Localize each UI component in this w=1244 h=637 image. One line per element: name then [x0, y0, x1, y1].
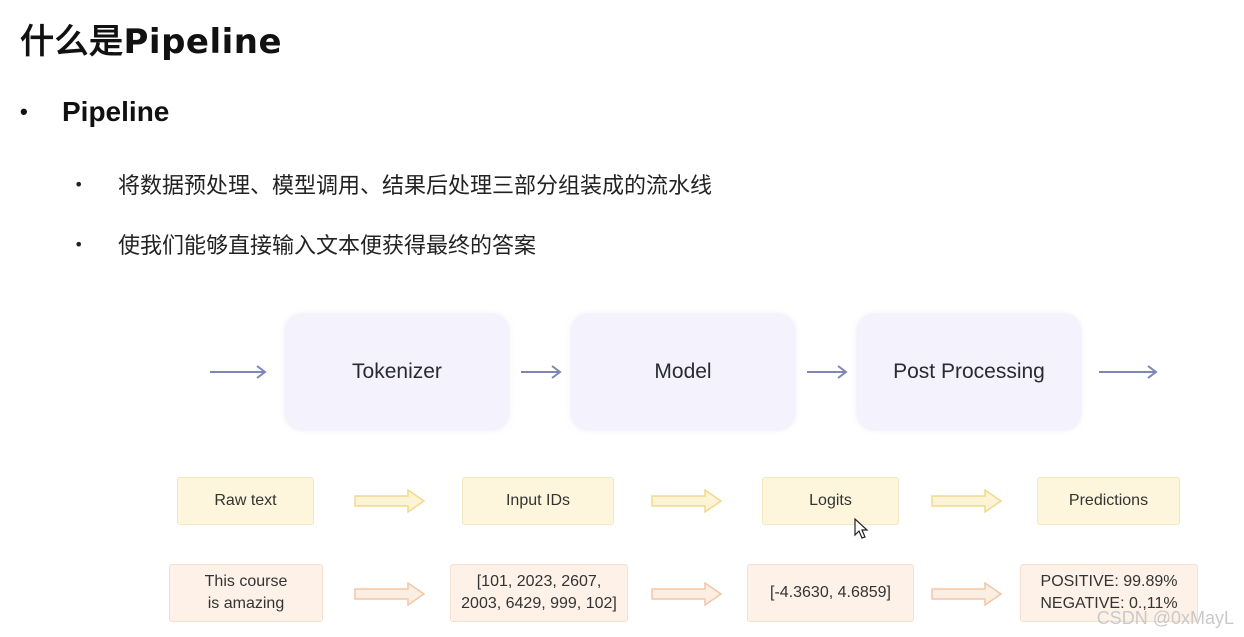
- fat-arrow-icon: [931, 489, 1003, 513]
- page-title: 什么是Pipeline: [20, 22, 283, 62]
- bullet-dot: •: [74, 174, 84, 194]
- type-raw-text: Raw text: [177, 477, 314, 525]
- main-bullet: • Pipeline: [20, 96, 169, 128]
- type-predictions: Predictions: [1037, 477, 1180, 525]
- watermark: CSDN @0xMayL: [1096, 608, 1234, 628]
- fat-arrow-icon: [354, 489, 426, 513]
- sub-bullet-text: 将数据预处理、模型调用、结果后处理三部分组装成的流水线: [118, 174, 713, 199]
- flow-arrow-icon: [807, 365, 848, 379]
- stage-tokenizer: Tokenizer: [286, 315, 508, 429]
- sub-bullet-text: 使我们能够直接输入文本便获得最终的答案: [118, 234, 537, 259]
- bullet-dot: •: [20, 99, 28, 124]
- example-line: [101, 2023, 2607,: [476, 573, 602, 591]
- bullet-dot: •: [74, 234, 84, 254]
- sub-bullet-2: • 使我们能够直接输入文本便获得最终的答案: [74, 228, 536, 260]
- example-line: [-4.3630, 4.6859]: [770, 584, 891, 602]
- fat-arrow-icon: [931, 582, 1003, 606]
- type-logits: Logits: [762, 477, 899, 525]
- example-line: is amazing: [207, 595, 285, 612]
- fat-arrow-icon: [651, 582, 723, 606]
- type-input-ids: Input IDs: [462, 477, 614, 525]
- example-line: NEGATIVE: 0.,11%: [1040, 595, 1178, 612]
- main-bullet-text: Pipeline: [62, 96, 170, 127]
- example-raw-text: This course is amazing: [169, 564, 323, 622]
- example-line: This course: [204, 573, 288, 591]
- fat-arrow-icon: [354, 582, 426, 606]
- stage-model: Model: [572, 315, 794, 429]
- example-line: 2003, 6429, 999, 102]: [461, 595, 617, 612]
- fat-arrow-icon: [651, 489, 723, 513]
- flow-arrow-icon: [210, 365, 267, 379]
- example-predictions: POSITIVE: 99.89% NEGATIVE: 0.,11%: [1020, 564, 1198, 622]
- stage-post-processing: Post Processing: [858, 315, 1080, 429]
- example-line: POSITIVE: 99.89%: [1040, 573, 1178, 591]
- example-logits: [-4.3630, 4.6859]: [747, 564, 914, 622]
- mouse-cursor-icon: [854, 518, 869, 539]
- flow-arrow-icon: [1099, 365, 1158, 379]
- flow-arrow-icon: [521, 365, 562, 379]
- example-input-ids: [101, 2023, 2607, 2003, 6429, 999, 102]: [450, 564, 628, 622]
- sub-bullet-1: • 将数据预处理、模型调用、结果后处理三部分组装成的流水线: [74, 168, 712, 200]
